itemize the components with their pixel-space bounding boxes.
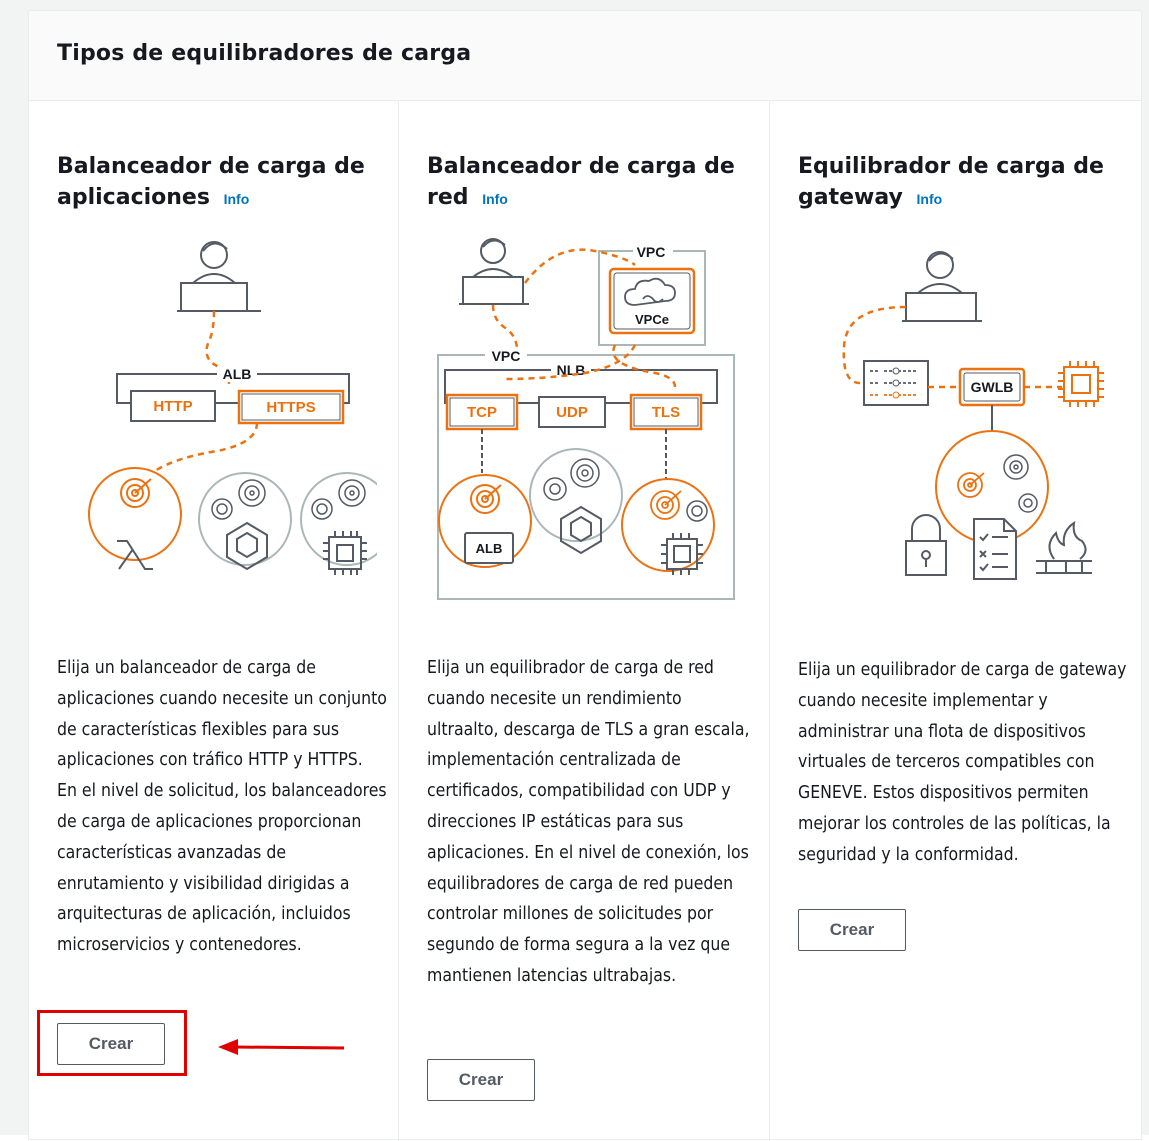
listener-tcp-label: TCP [467, 404, 497, 421]
highlight-box [37, 1010, 187, 1076]
vpce-label: VPCe [635, 312, 669, 327]
card-title: Balanceador de carga de red Info [427, 151, 747, 215]
create-nlb-button[interactable]: Crear [427, 1059, 535, 1101]
arrow-left-icon [218, 1039, 345, 1055]
card-network-load-balancer: Balanceador de carga de red Info VPC V [399, 101, 770, 1141]
listener-http-label: HTTP [153, 398, 192, 415]
user-at-laptop-icon [459, 238, 529, 305]
gwlb-label: GWLB [971, 379, 1014, 395]
target-icon [543, 458, 600, 501]
card-title-text: Balanceador de carga de aplicaciones [57, 154, 365, 210]
create-alb-button[interactable]: Crear [57, 1023, 165, 1065]
card-application-load-balancer: Balanceador de carga de aplicaciones Inf… [29, 101, 399, 1141]
container-icon [560, 505, 602, 555]
target-icon [470, 484, 502, 514]
card-gateway-load-balancer: Equilibrador de carga de gateway Info [770, 101, 1143, 1141]
alb-target-label: ALB [476, 541, 503, 556]
target-icon [1003, 454, 1038, 513]
info-link[interactable]: Info [916, 191, 943, 207]
card-title: Balanceador de carga de aplicaciones Inf… [57, 151, 377, 215]
gwlb-diagram: GWLB [842, 251, 1104, 580]
card-title-text: Equilibrador de carga de gateway [798, 154, 1104, 210]
create-gwlb-button[interactable]: Crear [798, 909, 906, 951]
listener-udp-label: UDP [556, 404, 588, 421]
card-description: Elija un balanceador de carga de aplicac… [57, 658, 387, 956]
card-description: Elija un equilibrador de carga de gatewa… [798, 660, 1127, 865]
card-title: Equilibrador de carga de gateway Info [798, 151, 1118, 215]
target-icon [211, 479, 266, 520]
card-title-text: Balanceador de carga de red [427, 154, 735, 210]
panel-header: Tipos de equilibradores de carga [29, 11, 1141, 101]
vpc-label: VPC [637, 244, 666, 260]
lambda-icon [117, 540, 153, 570]
card-description: Elija un equilibrador de carga de red cu… [427, 658, 750, 986]
nlb-diagram: VPC VPCe VPC NLB T [437, 238, 735, 600]
alb-diagram: ALB HTTP HTTPS [88, 241, 377, 575]
info-link[interactable]: Info [223, 191, 250, 207]
target-icon [120, 478, 152, 508]
user-at-laptop-icon [902, 251, 982, 322]
target-icon [650, 490, 682, 520]
target-icon [686, 500, 708, 522]
info-link[interactable]: Info [482, 191, 508, 207]
lock-icon [905, 514, 947, 576]
nlb-label: NLB [557, 362, 586, 378]
cloud-icon [624, 277, 676, 306]
firewall-icon [1036, 520, 1092, 574]
checklist-icon [973, 518, 1017, 580]
container-icon [226, 521, 268, 571]
panel-title: Tipos de equilibradores de carga [57, 41, 472, 66]
chip-icon [1058, 361, 1104, 407]
vpc-label-network: VPC [492, 348, 521, 364]
user-at-laptop-icon [177, 241, 261, 312]
routing-table-icon [863, 360, 929, 406]
load-balancer-types-panel: Tipos de equilibradores de carga Balance… [28, 10, 1143, 1141]
chip-icon [661, 533, 703, 575]
target-icon [957, 472, 985, 498]
listener-https-label: HTTPS [266, 399, 315, 416]
listener-tls-label: TLS [652, 404, 680, 421]
chip-icon [323, 531, 367, 575]
alb-label: ALB [223, 366, 252, 382]
target-icon [311, 479, 366, 520]
